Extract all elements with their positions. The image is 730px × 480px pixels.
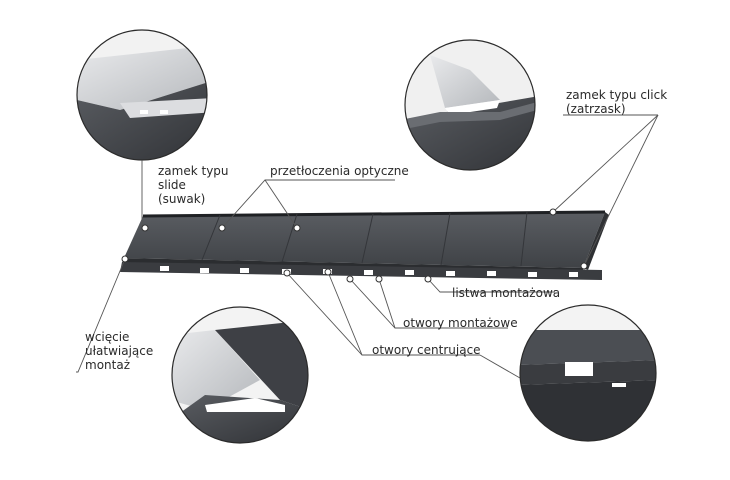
label-click-lock-line1: zamek typu click: [566, 88, 668, 102]
label-mounting-notch-line3: montaż: [85, 358, 130, 372]
label-click-lock: zamek typu click (zatrzask): [566, 88, 667, 116]
mounting-strip: [120, 262, 602, 280]
label-mounting-holes: otwory montażowe: [403, 316, 518, 330]
label-mounting-strip: listwa montażowa: [452, 286, 560, 300]
label-centering-holes-text: otwory centrujące: [372, 343, 481, 357]
embossing-lines: [201, 211, 528, 267]
label-slide-lock-line3: (suwak): [158, 192, 206, 206]
detail-slide-lock: [76, 29, 208, 161]
callout-dots: [121, 208, 588, 283]
label-mounting-notch-line2: ułatwiające: [85, 344, 154, 358]
detail-mounting-strip: [519, 304, 657, 442]
detail-mounting-notch: [171, 306, 309, 444]
label-mounting-strip-text: listwa montażowa: [452, 286, 561, 300]
label-mounting-notch: wcięcie ułatwiające montaż: [85, 330, 153, 372]
label-optical-embossing: przetłoczenia optyczne: [270, 164, 409, 178]
leader-mounting-notch: [76, 258, 126, 373]
panel: [120, 210, 609, 280]
label-centering-holes: otwory centrujące: [372, 343, 481, 357]
panel-top-surface: [124, 212, 605, 268]
leader-mounting-strip: [427, 278, 555, 293]
label-click-lock-line2: (zatrzask): [566, 102, 626, 116]
label-optical-embossing-text: przetłoczenia optyczne: [270, 164, 409, 178]
label-mounting-notch-line1: wcięcie: [85, 330, 130, 344]
label-slide-lock: zamek typu slide (suwak): [158, 164, 229, 206]
detail-click-lock: [404, 39, 536, 171]
label-mounting-holes-text: otwory montażowe: [403, 316, 518, 330]
label-slide-lock-line2: slide: [158, 178, 186, 192]
leader-lines: [76, 114, 659, 379]
label-slide-lock-line1: zamek typu: [158, 164, 229, 178]
